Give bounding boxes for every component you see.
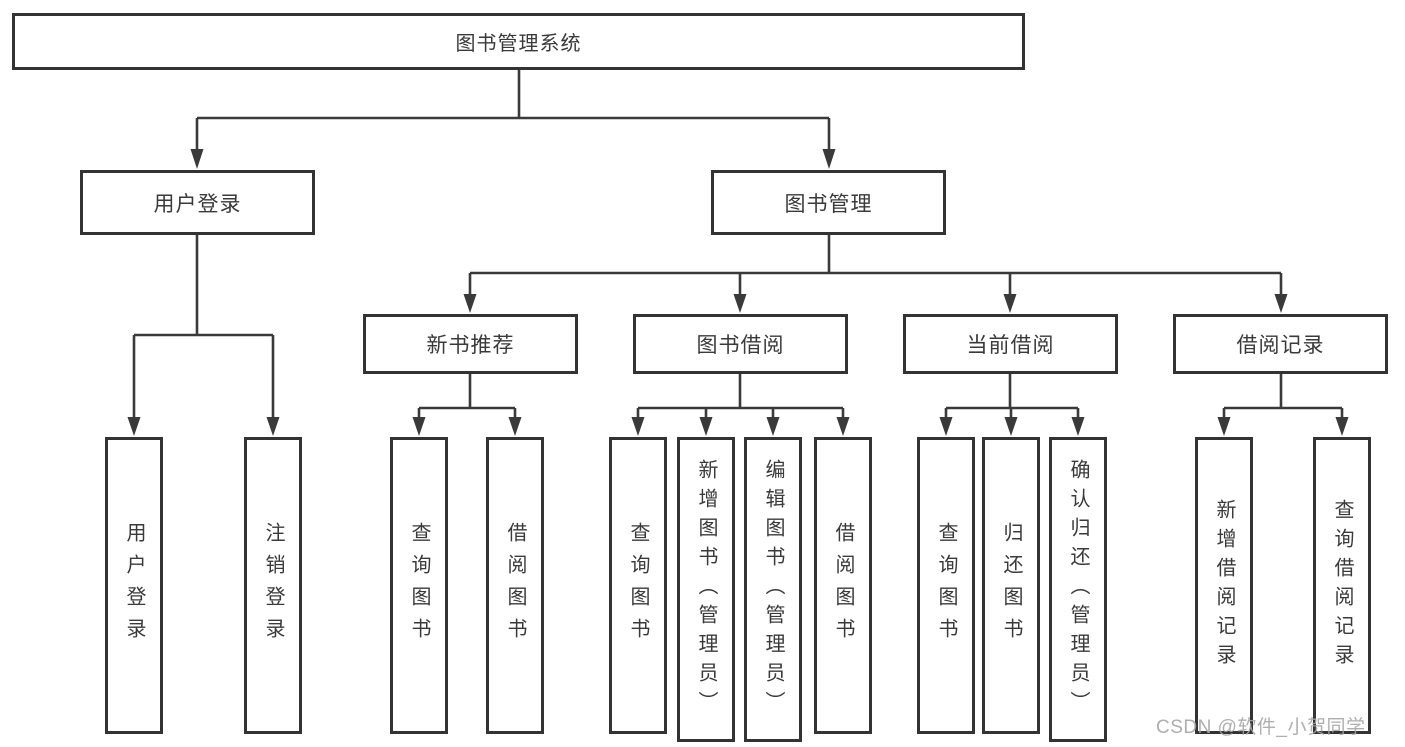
leaf-logout: 注销登录	[244, 437, 302, 734]
edge-userlogin-to-leaves	[132, 235, 275, 418]
node-user-login: 用户登录	[80, 170, 315, 235]
leaf-add-borrow-record: 新增借阅记录	[1195, 437, 1253, 734]
arrowheads	[127, 149, 1349, 436]
leaf-query-borrow-record: 查询借阅记录	[1313, 437, 1371, 734]
edge-newbook-to-leaves	[417, 374, 517, 418]
leaf-user-login: 用户登录	[105, 437, 163, 734]
leaf-confirm-return-admin: 确认归还（管理员）	[1049, 437, 1107, 742]
edge-records-to-leaves	[1222, 374, 1344, 418]
node-borrowing-records: 借阅记录	[1173, 314, 1388, 374]
node-library-management-system: 图书管理系统	[12, 13, 1025, 70]
node-book-borrowing: 图书借阅	[633, 314, 848, 374]
leaf-return-book: 归还图书	[982, 437, 1040, 734]
leaf-borrow-books-recommend: 借阅图书	[486, 437, 544, 734]
node-current-borrowing: 当前借阅	[903, 314, 1118, 374]
leaf-query-books-current: 查询图书	[917, 437, 975, 734]
edge-bookborrow-to-leaves	[636, 374, 845, 418]
leaf-query-books-borrowing: 查询图书	[609, 437, 667, 734]
node-book-management: 图书管理	[711, 170, 946, 235]
node-new-book-recommend: 新书推荐	[363, 314, 578, 374]
leaf-edit-book-admin: 编辑图书（管理员）	[744, 437, 802, 742]
leaf-add-book-admin: 新增图书（管理员）	[677, 437, 735, 742]
edge-currentborrow-to-leaves	[944, 374, 1080, 418]
leaf-query-books-recommend: 查询图书	[390, 437, 448, 734]
edge-root-to-level2	[195, 70, 831, 150]
leaf-borrow-books-borrowing: 借阅图书	[814, 437, 872, 734]
watermark: CSDN @软件_小贺同学	[1156, 717, 1366, 738]
edge-bookmgmt-to-level3	[468, 235, 1283, 295]
